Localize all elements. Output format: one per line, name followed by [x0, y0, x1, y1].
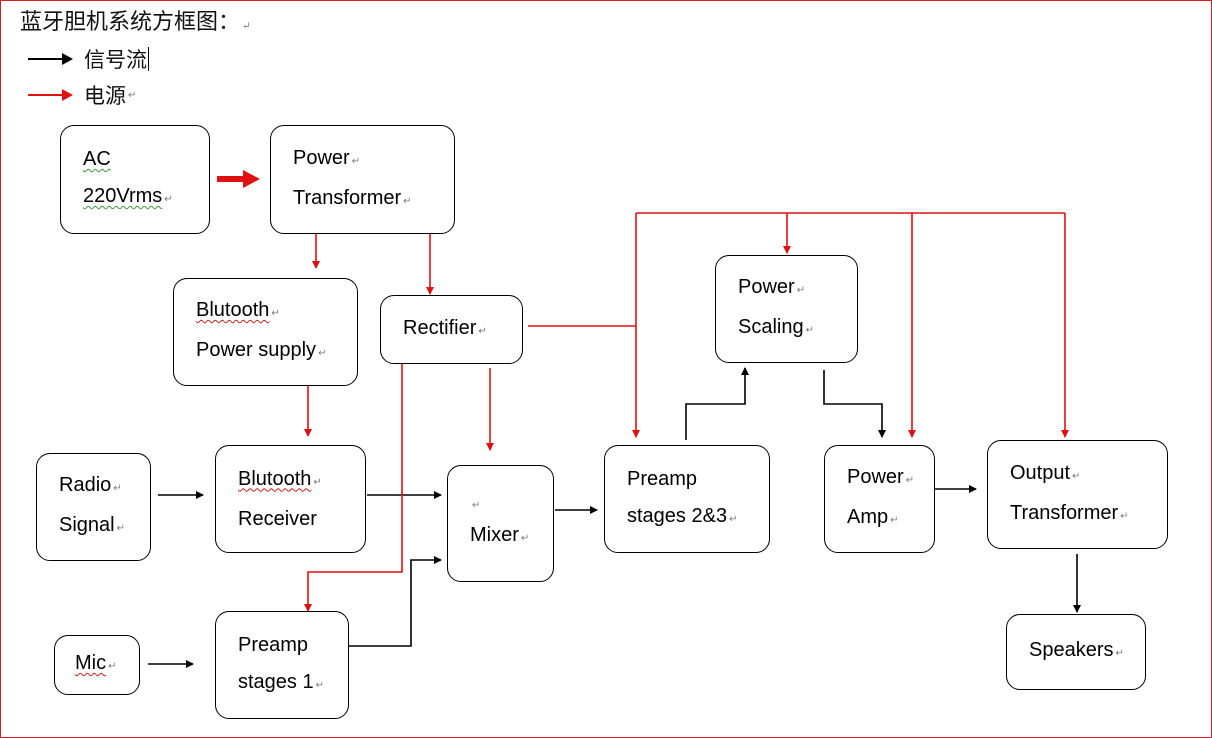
mixer-block: ↵ Mixer↵: [447, 465, 554, 582]
radio-signal-block: Radio↵ Signal↵: [36, 453, 151, 561]
paragraph-mark: ↵: [242, 21, 251, 32]
rectifier-block: Rectifier↵: [380, 295, 523, 364]
preamp23-to-scaling-arrow: [685, 367, 749, 440]
preamp-stages-2-3-block: Preamp stages 2&3↵: [604, 445, 770, 553]
diagram-heading: 蓝牙胆机系统方框图：↵: [20, 10, 251, 35]
power-transformer-block: Power↵ Transformer↵: [270, 125, 455, 234]
mic-block: Mic↵: [54, 635, 140, 695]
text-cursor: [148, 47, 149, 71]
signal-arrow-icon: [28, 53, 73, 65]
power-arrow-icon: [28, 89, 73, 101]
paragraph-mark: ↵: [128, 89, 137, 101]
power-amp-block: Power↵ Amp↵: [824, 445, 935, 553]
legend-power: 电源 ↵: [26, 80, 136, 110]
scaling-to-poweramp-arrow: [823, 370, 886, 438]
bluetooth-power-supply-block: Blutooth↵ Power supply↵: [173, 278, 358, 386]
power-scaling-block: Power↵ Scaling↵: [715, 255, 858, 363]
rectifier-to-preamp1-arrow: [304, 364, 403, 612]
bluetooth-receiver-block: Blutooth↵ Receiver: [215, 445, 366, 553]
preamp-stages-1-block: Preamp stages 1↵: [215, 611, 349, 719]
ac-to-transformer-arrowhead: [243, 170, 260, 188]
legend-signal-label: 信号流: [84, 48, 147, 72]
ac-block: AC 220Vrms↵: [60, 125, 210, 234]
speakers-block: Speakers↵: [1006, 614, 1146, 690]
output-transformer-block: Output↵ Transformer↵: [987, 440, 1168, 549]
preamp1-to-mixer-arrow: [349, 556, 442, 647]
legend-power-label: 电源: [84, 84, 126, 108]
legend-signal: 信号流: [26, 44, 149, 74]
